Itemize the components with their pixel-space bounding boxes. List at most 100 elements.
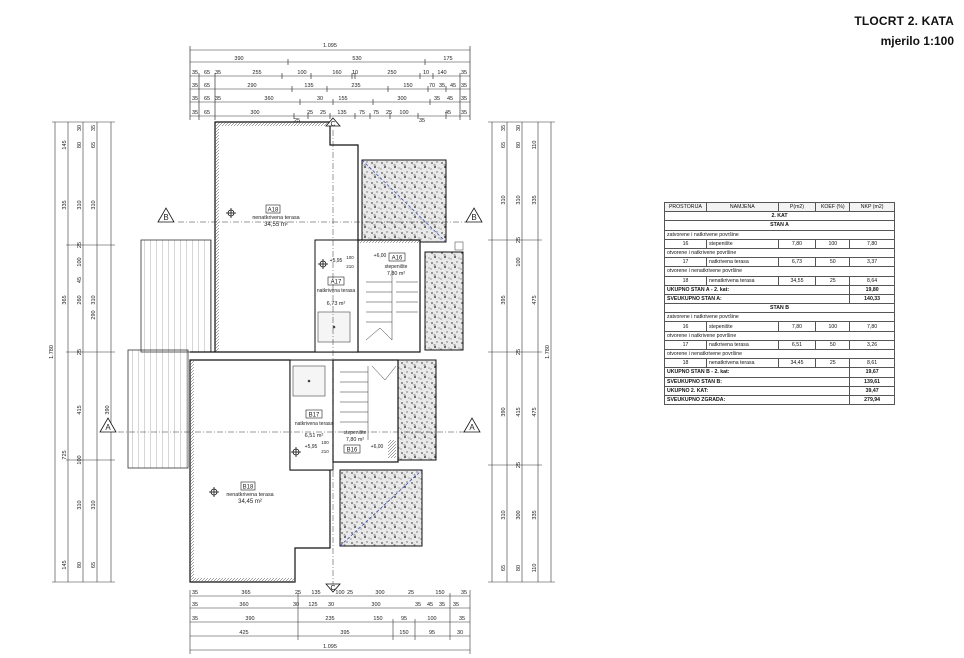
dim-left-2-11: 310 <box>77 500 83 509</box>
room-a16-area: 7,80 m² <box>387 271 405 277</box>
room-b17-code: B17 <box>309 413 320 419</box>
dim-left-3-6: 390 <box>105 405 111 414</box>
room-labels: A18 nenatkrivena terasa 34,55 m² A17 nat… <box>226 204 408 505</box>
total-floor-label: UKUPNO 2. KAT: <box>663 385 851 396</box>
parapet-b18-west <box>190 360 194 582</box>
room-b17-name: natkrivena terasa <box>295 421 334 427</box>
dim-right-2-1: 30 <box>516 125 522 131</box>
dim-right-1-6: 110 <box>532 564 538 573</box>
dim-bot-2-8: 45 <box>427 602 433 608</box>
dim-top-2-3: 35 <box>215 70 221 76</box>
cell-name: stepenište <box>705 321 779 332</box>
b17-code-box <box>305 409 323 419</box>
dim-left-2-7: 260 <box>77 295 83 304</box>
section-marker-a-left-icon: A <box>99 417 117 433</box>
room-a17-area: 6,73 m² <box>327 301 346 307</box>
dim-top-5-4: 25 <box>294 118 300 124</box>
total-floor-value: 39,47 <box>849 385 895 396</box>
dim-top-5-8: 75 <box>359 110 365 116</box>
stan-b-row: STAN B <box>664 303 895 314</box>
dim-bot-2-6: 300 <box>371 602 380 608</box>
table-row: 17 natkrivena terasa 6,73 50 3,37 <box>664 257 895 268</box>
dim-right-3-1: 35 <box>501 125 507 131</box>
room-a17-level: +5,95 <box>330 258 343 264</box>
dim-top-5-5: 25 <box>307 110 313 116</box>
dim-top-3-3: 290 <box>247 83 256 89</box>
section-a-label-left: A <box>105 423 111 432</box>
col-namjena: NAMJENA <box>705 201 779 213</box>
dim-top-4-2: 65 <box>204 96 210 102</box>
dim-left-2-5: 100 <box>77 257 83 266</box>
room-a16-code: A16 <box>392 256 403 262</box>
dim-left-3-5: 290 <box>91 310 97 319</box>
cell-p: 7,80 <box>777 238 817 249</box>
dim-left-3-3: 310 <box>91 200 97 209</box>
dim-left-3-2: 65 <box>91 142 97 148</box>
dim-top-3-5: 235 <box>351 83 360 89</box>
dim-bot-1-1: 35 <box>192 590 198 596</box>
dim-right-1-3: 475 <box>532 295 538 304</box>
total-building-value: 279,94 <box>849 394 895 406</box>
dim-bot-1-2: 365 <box>241 590 250 596</box>
grand-a-label: SVEUKUPNO STAN A: <box>663 293 851 305</box>
cell-name: natkrivena terasa <box>705 257 779 268</box>
dim-bot-2-3: 30 <box>293 602 299 608</box>
level-marker-icon <box>318 259 328 269</box>
dim-left-1-4: 725 <box>62 450 68 459</box>
dim-right-3-4: 395 <box>501 295 507 304</box>
drawing-scale: mjerilo 1:100 <box>880 34 954 48</box>
dim-bot-2-7: 35 <box>415 602 421 608</box>
chimney-north <box>454 241 464 251</box>
top-dimension-labels: 1.095 390 530 175 35 65 35 255 100 160 1… <box>192 43 467 124</box>
cell-no: 16 <box>664 321 707 332</box>
cell-nkp: 7,80 <box>849 321 895 332</box>
dim-top-3-6: 150 <box>403 83 412 89</box>
group-closed-a: zatvorene i natkrivene površine <box>664 229 895 240</box>
dim-bot-1-8: 25 <box>408 590 414 596</box>
cell-koef: 50 <box>815 257 851 268</box>
cell-p: 34,55 <box>777 275 817 286</box>
dim-top-3-10: 35 <box>461 83 467 89</box>
dim-top-2-2: 65 <box>204 70 210 76</box>
level-markers <box>209 208 328 497</box>
cell-no: 18 <box>664 275 707 286</box>
dim-right-3-3: 310 <box>501 195 507 204</box>
cell-no: 17 <box>664 257 707 268</box>
dim-top-3-8: 35 <box>439 83 445 89</box>
section-lines <box>118 130 470 585</box>
stan-a-row: STAN A <box>664 220 895 231</box>
bottom-dimension-labels: 35 365 25 135 100 25 300 25 150 35 35 36… <box>192 590 467 650</box>
dim-right-3-6: 310 <box>501 510 507 519</box>
room-b17-level: +5,95 <box>305 444 318 450</box>
a16-code-box <box>388 252 406 262</box>
dim-overall-width-top: 1.095 <box>323 43 337 49</box>
section-b-label-right: B <box>471 213 476 222</box>
area-table: PROSTORIJA NAMJENA P(m2) KOEF (%) NKP (m… <box>663 201 895 406</box>
dim-top-5-10: 25 <box>386 110 392 116</box>
dim-top-4-5: 30 <box>317 96 323 102</box>
total-b-value: 19,67 <box>849 367 895 378</box>
total-row: UKUPNO 2. KAT: 39,47 <box>663 385 895 396</box>
dim-top-3-7: 70 <box>429 83 435 89</box>
total-row: SVEUKUPNO STAN A: 140,33 <box>663 293 895 305</box>
room-b18-code: B18 <box>243 485 254 491</box>
dim-top-2-4: 255 <box>252 70 261 76</box>
dim-bot-2-10: 35 <box>453 602 459 608</box>
dim-top-4-7: 300 <box>397 96 406 102</box>
level-marker-icon <box>226 208 236 218</box>
total-a-value: 19,80 <box>849 284 895 295</box>
room-b18-name: nenatkrivena terasa <box>226 492 273 498</box>
section-marker-a-right-icon: A <box>463 417 481 433</box>
cell-nkp: 3,37 <box>849 257 895 268</box>
staircase-b16-steps <box>340 365 397 440</box>
right-dimension-lines <box>488 121 555 583</box>
room-a18-name: nenatkrivena terasa <box>252 215 299 221</box>
dim-top-4-6: 155 <box>338 96 347 102</box>
gravel-roof-east-south <box>397 359 437 461</box>
dim-bot-1-6: 25 <box>347 590 353 596</box>
dim-right-3-5: 390 <box>501 407 507 416</box>
dim-overall-height-left: 1.780 <box>49 345 55 359</box>
gravel-roof-east-north <box>424 251 464 351</box>
table-row: 17 natkrivena terasa 6,51 50 3,26 <box>664 339 895 351</box>
dim-bot-1-5: 100 <box>335 590 344 596</box>
